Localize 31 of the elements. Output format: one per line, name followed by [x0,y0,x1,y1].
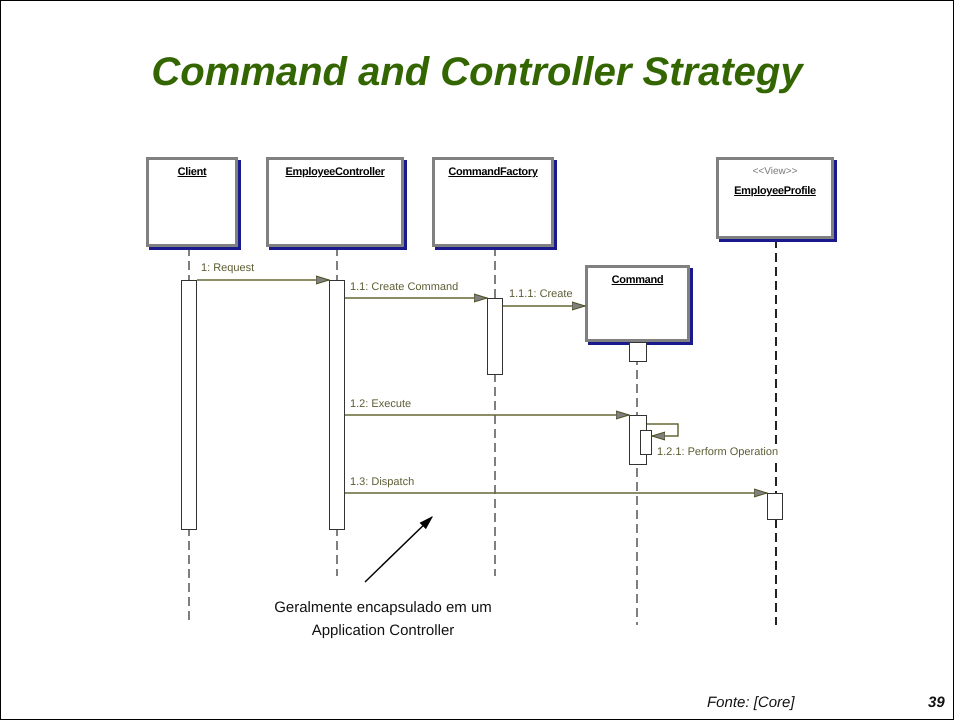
object-name: Client [178,166,206,178]
message-arrow [647,423,679,440]
message-arrow [503,302,586,310]
object-box [266,157,404,247]
object-name: Command [612,274,664,286]
activation-bar [329,280,345,530]
object-name: EmployeeProfile [734,185,816,197]
activation-bar [640,430,652,455]
activation-bar [767,493,783,520]
message-arrow [345,410,630,420]
activation-bar [181,280,197,530]
object-box [716,157,834,239]
object-box [585,265,690,342]
message-arrow [197,276,330,284]
source-note: Fonte: [Core] [707,694,795,711]
object-name: CommandFactory [448,166,538,178]
object-box [432,157,554,247]
message-arrow [345,488,768,498]
annotation-note: Geralmente encapsulado em um Application Controller [252,596,514,642]
message-label: 1.2.1: Perform Operation [656,446,780,459]
message-label: 1: Request [200,262,256,275]
object-box [146,157,238,247]
message-label: 1.3: Dispatch [349,476,416,489]
page-number: 39 [928,694,945,711]
activation-bar [629,342,647,362]
message-arrow [345,294,488,302]
slide-title: Command and Controller Strategy [150,50,805,95]
leader-arrow [364,516,433,583]
stereotype-label: <<View>> [752,166,798,177]
activation-bar [487,298,503,375]
object-name: EmployeeController [285,166,385,178]
